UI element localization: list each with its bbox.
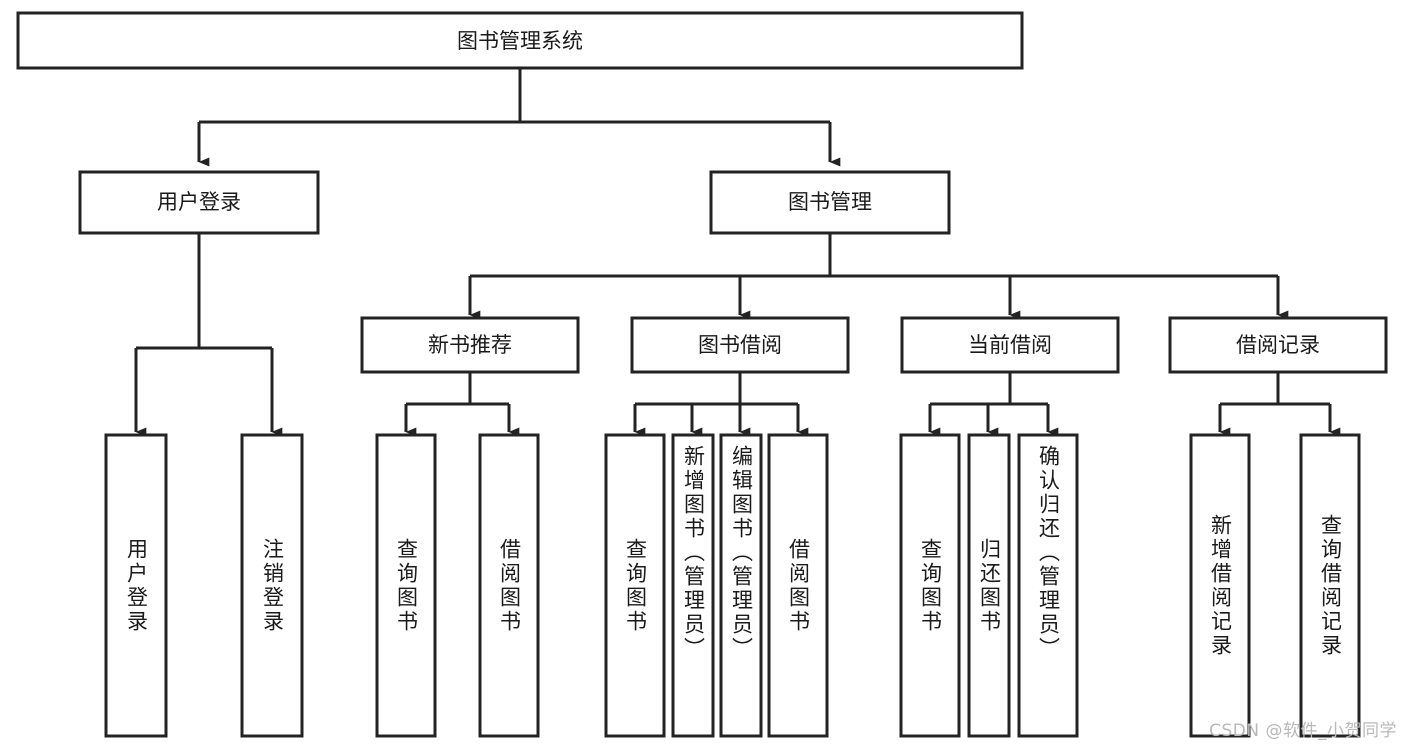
node-root-box[interactable]: [16, 11, 1024, 70]
leaf-box-1[interactable]: [104, 433, 168, 738]
leaf-box-6[interactable]: [671, 433, 715, 738]
node-new-book-recommend-box[interactable]: [360, 316, 580, 374]
node-root[interactable]: 图书管理系统: [16, 11, 1024, 70]
node-current-borrow-box[interactable]: [900, 316, 1120, 374]
leaf-box-4[interactable]: [478, 433, 540, 738]
leaf-box-5[interactable]: [604, 433, 666, 738]
leaf-box-10[interactable]: [967, 433, 1011, 738]
node-new-book-recommend-label: 新书推荐: [428, 333, 512, 357]
leaf-box-2[interactable]: [240, 433, 304, 738]
connector-group: [134, 68, 1341, 437]
node-book-borrow-label: 图书借阅: [698, 333, 782, 357]
node-book-borrow-box[interactable]: [630, 316, 850, 374]
leaf-box-11[interactable]: [1017, 433, 1079, 738]
node-new-book-recommend[interactable]: 新书推荐: [360, 316, 580, 374]
node-borrow-record-box[interactable]: [1168, 316, 1388, 374]
node-user-login-label: 用户登录: [157, 190, 241, 214]
leaf-box-12[interactable]: [1189, 433, 1251, 738]
node-current-borrow[interactable]: 当前借阅: [900, 316, 1120, 374]
node-book-management-label: 图书管理: [788, 190, 872, 214]
node-root-label: 图书管理系统: [457, 29, 583, 53]
leaf-box-3[interactable]: [375, 433, 437, 738]
node-borrow-record[interactable]: 借阅记录: [1168, 316, 1388, 374]
leaf-box-group: [104, 433, 1361, 738]
leaf-box-8[interactable]: [767, 433, 829, 738]
node-user-login-box[interactable]: [78, 170, 320, 235]
leaf-box-9[interactable]: [899, 433, 961, 738]
node-book-borrow[interactable]: 图书借阅: [630, 316, 850, 374]
leaf-box-7[interactable]: [719, 433, 763, 738]
node-borrow-record-label: 借阅记录: [1236, 333, 1320, 357]
leaf-box-13[interactable]: [1299, 433, 1361, 738]
node-user-login[interactable]: 用户登录: [78, 170, 320, 235]
csdn-watermark: CSDN @软件_小贺同学: [1209, 721, 1397, 741]
node-current-borrow-label: 当前借阅: [968, 333, 1052, 357]
node-book-management-box[interactable]: [709, 170, 951, 235]
node-book-management[interactable]: 图书管理: [709, 170, 951, 235]
